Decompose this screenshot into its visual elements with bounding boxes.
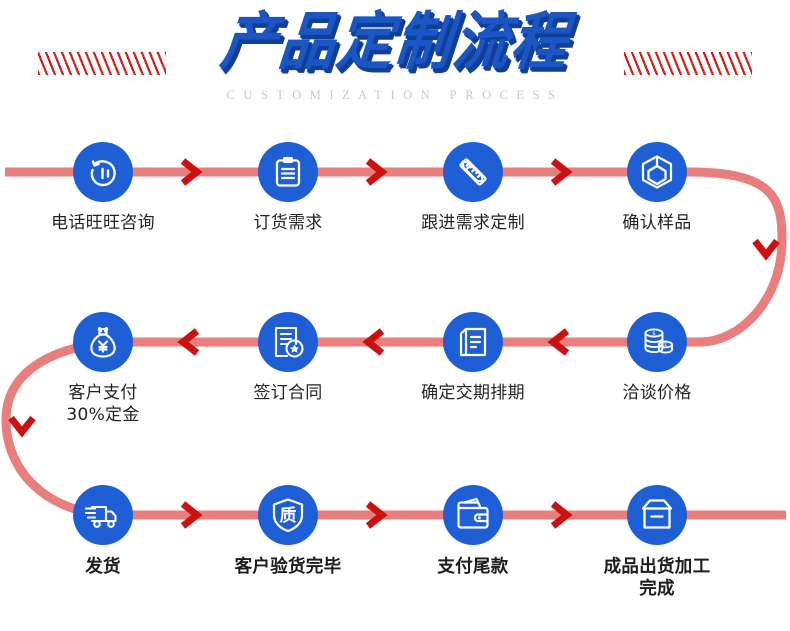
flow-step-2-label: 订货需求 (253, 213, 323, 233)
connector-right-loop (685, 167, 787, 347)
quality-shield-icon: 质 (272, 498, 304, 533)
flow-step-6-circle[interactable] (443, 312, 503, 372)
flow-step-5-circle[interactable]: $ $ (627, 312, 687, 372)
flow-step-3-circle[interactable] (443, 142, 503, 202)
svg-text:$: $ (664, 342, 667, 348)
flow-step-10-circle[interactable]: 质 (258, 485, 318, 545)
contract-seal-icon (274, 326, 304, 358)
clipboard-icon (275, 157, 301, 187)
arrow-row1-2-icon (365, 158, 388, 186)
flow-step-9[interactable]: 发货 (41, 485, 165, 578)
flow-step-8[interactable]: 客户支付 30%定金 (41, 312, 165, 427)
flow-step-12-label: 成品出货加工完成 (603, 557, 711, 600)
flow-step-8-circle[interactable] (73, 312, 133, 372)
arrow-row1-1-icon (180, 158, 203, 186)
flow-step-10-label: 客户验货完毕 (234, 557, 342, 577)
flow-step-4-circle[interactable] (627, 142, 687, 202)
arrow-row3-2-icon (365, 501, 388, 529)
hatch-stripes-right-icon (624, 52, 752, 75)
coins-icon: $ $ (644, 328, 673, 354)
flow-step-7-circle[interactable] (258, 312, 318, 372)
flow-step-4[interactable]: 确认样品 (595, 142, 719, 235)
hatch-stripes-left-icon (38, 52, 166, 75)
connector-arrows (8, 158, 780, 529)
flow-step-9-label: 发货 (85, 557, 121, 577)
header: 产品定制流程 CUSTOMIZATION PROCESS (0, 0, 790, 125)
arrow-row2-3-icon (177, 328, 200, 356)
flow-step-11-label: 支付尾款 (437, 557, 509, 577)
arrow-row3-3-icon (550, 501, 573, 529)
flow-step-12[interactable]: 成品出货加工完成 (595, 485, 719, 601)
wallet-icon (457, 497, 489, 529)
flow-step-7[interactable]: 签订合同 (226, 312, 350, 405)
svg-text:$: $ (652, 331, 655, 337)
flow-step-6[interactable]: 确定交期排期 (411, 312, 535, 405)
flow-step-10[interactable]: 质 客户验货完毕 (226, 485, 350, 578)
flow-step-11-circle[interactable] (443, 485, 503, 545)
arrow-left-loop-icon (8, 415, 36, 438)
flow-step-9-circle[interactable] (73, 485, 133, 545)
package-box-icon (641, 499, 673, 529)
flow-step-11[interactable]: 支付尾款 (411, 485, 535, 578)
flow-step-3-label: 跟进需求定制 (421, 213, 525, 233)
arrow-row3-1-icon (180, 501, 203, 529)
phone-chat-icon (90, 160, 116, 187)
flow-step-1[interactable]: 电话旺旺咨询 (41, 142, 165, 235)
connector-left-loop (1, 337, 115, 520)
cube-box-icon (641, 155, 673, 189)
flow-step-1-circle[interactable] (73, 142, 133, 202)
arrow-row2-2-icon (362, 328, 385, 356)
arrow-row2-1-icon (547, 328, 570, 356)
flow-step-8-label: 客户支付 30%定金 (66, 383, 140, 425)
flow-step-2[interactable]: 订货需求 (226, 142, 350, 235)
ruler-pencil-icon (459, 158, 487, 186)
flow-step-6-label: 确定交期排期 (421, 383, 525, 403)
flow-step-7-label: 签订合同 (253, 383, 323, 403)
delivery-truck-icon (84, 505, 117, 528)
page-subtitle: CUSTOMIZATION PROCESS (226, 88, 564, 102)
flow-step-1-label: 电话旺旺咨询 (51, 213, 155, 233)
schedule-doc-icon (459, 327, 487, 357)
svg-text:质: 质 (280, 506, 297, 526)
arrow-right-loop-icon (752, 238, 780, 261)
flow-step-12-circle[interactable] (627, 485, 687, 545)
flow-step-5[interactable]: $ $ 洽谈价格 (595, 312, 719, 405)
flow-step-5-label: 洽谈价格 (622, 383, 692, 403)
flow-step-3[interactable]: 跟进需求定制 (411, 142, 535, 235)
flow-step-4-label: 确认样品 (622, 213, 692, 233)
money-bag-yuan-icon (90, 326, 116, 358)
arrow-row1-3-icon (550, 158, 573, 186)
flow-step-2-circle[interactable] (258, 142, 318, 202)
